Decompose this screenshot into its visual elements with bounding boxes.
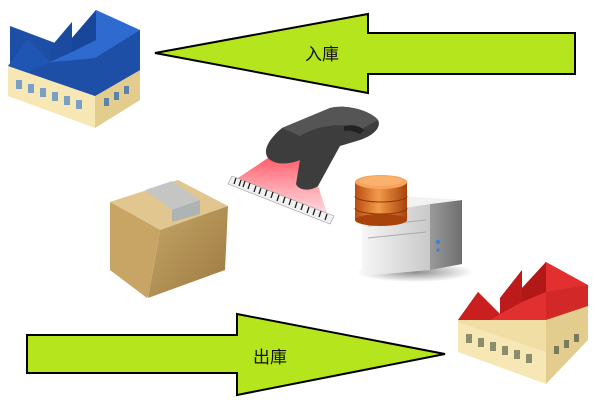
database-server-icon: [354, 175, 473, 282]
barcode-scanner-icon: [227, 106, 379, 225]
inbound-arrow-label: 入庫: [305, 45, 339, 65]
warehouse-red-icon: [458, 262, 588, 384]
outbound-arrow: 出庫: [26, 312, 446, 397]
cardboard-box-icon: [110, 180, 228, 298]
outbound-arrow-label: 出庫: [253, 348, 287, 368]
inbound-arrow-shape: [154, 12, 576, 95]
outbound-arrow-shape: [26, 312, 446, 397]
warehouse-blue-icon: [8, 10, 140, 128]
inbound-arrow: 入庫: [154, 12, 576, 95]
database-cylinder: [354, 175, 408, 226]
barcode-strip: [227, 175, 335, 225]
